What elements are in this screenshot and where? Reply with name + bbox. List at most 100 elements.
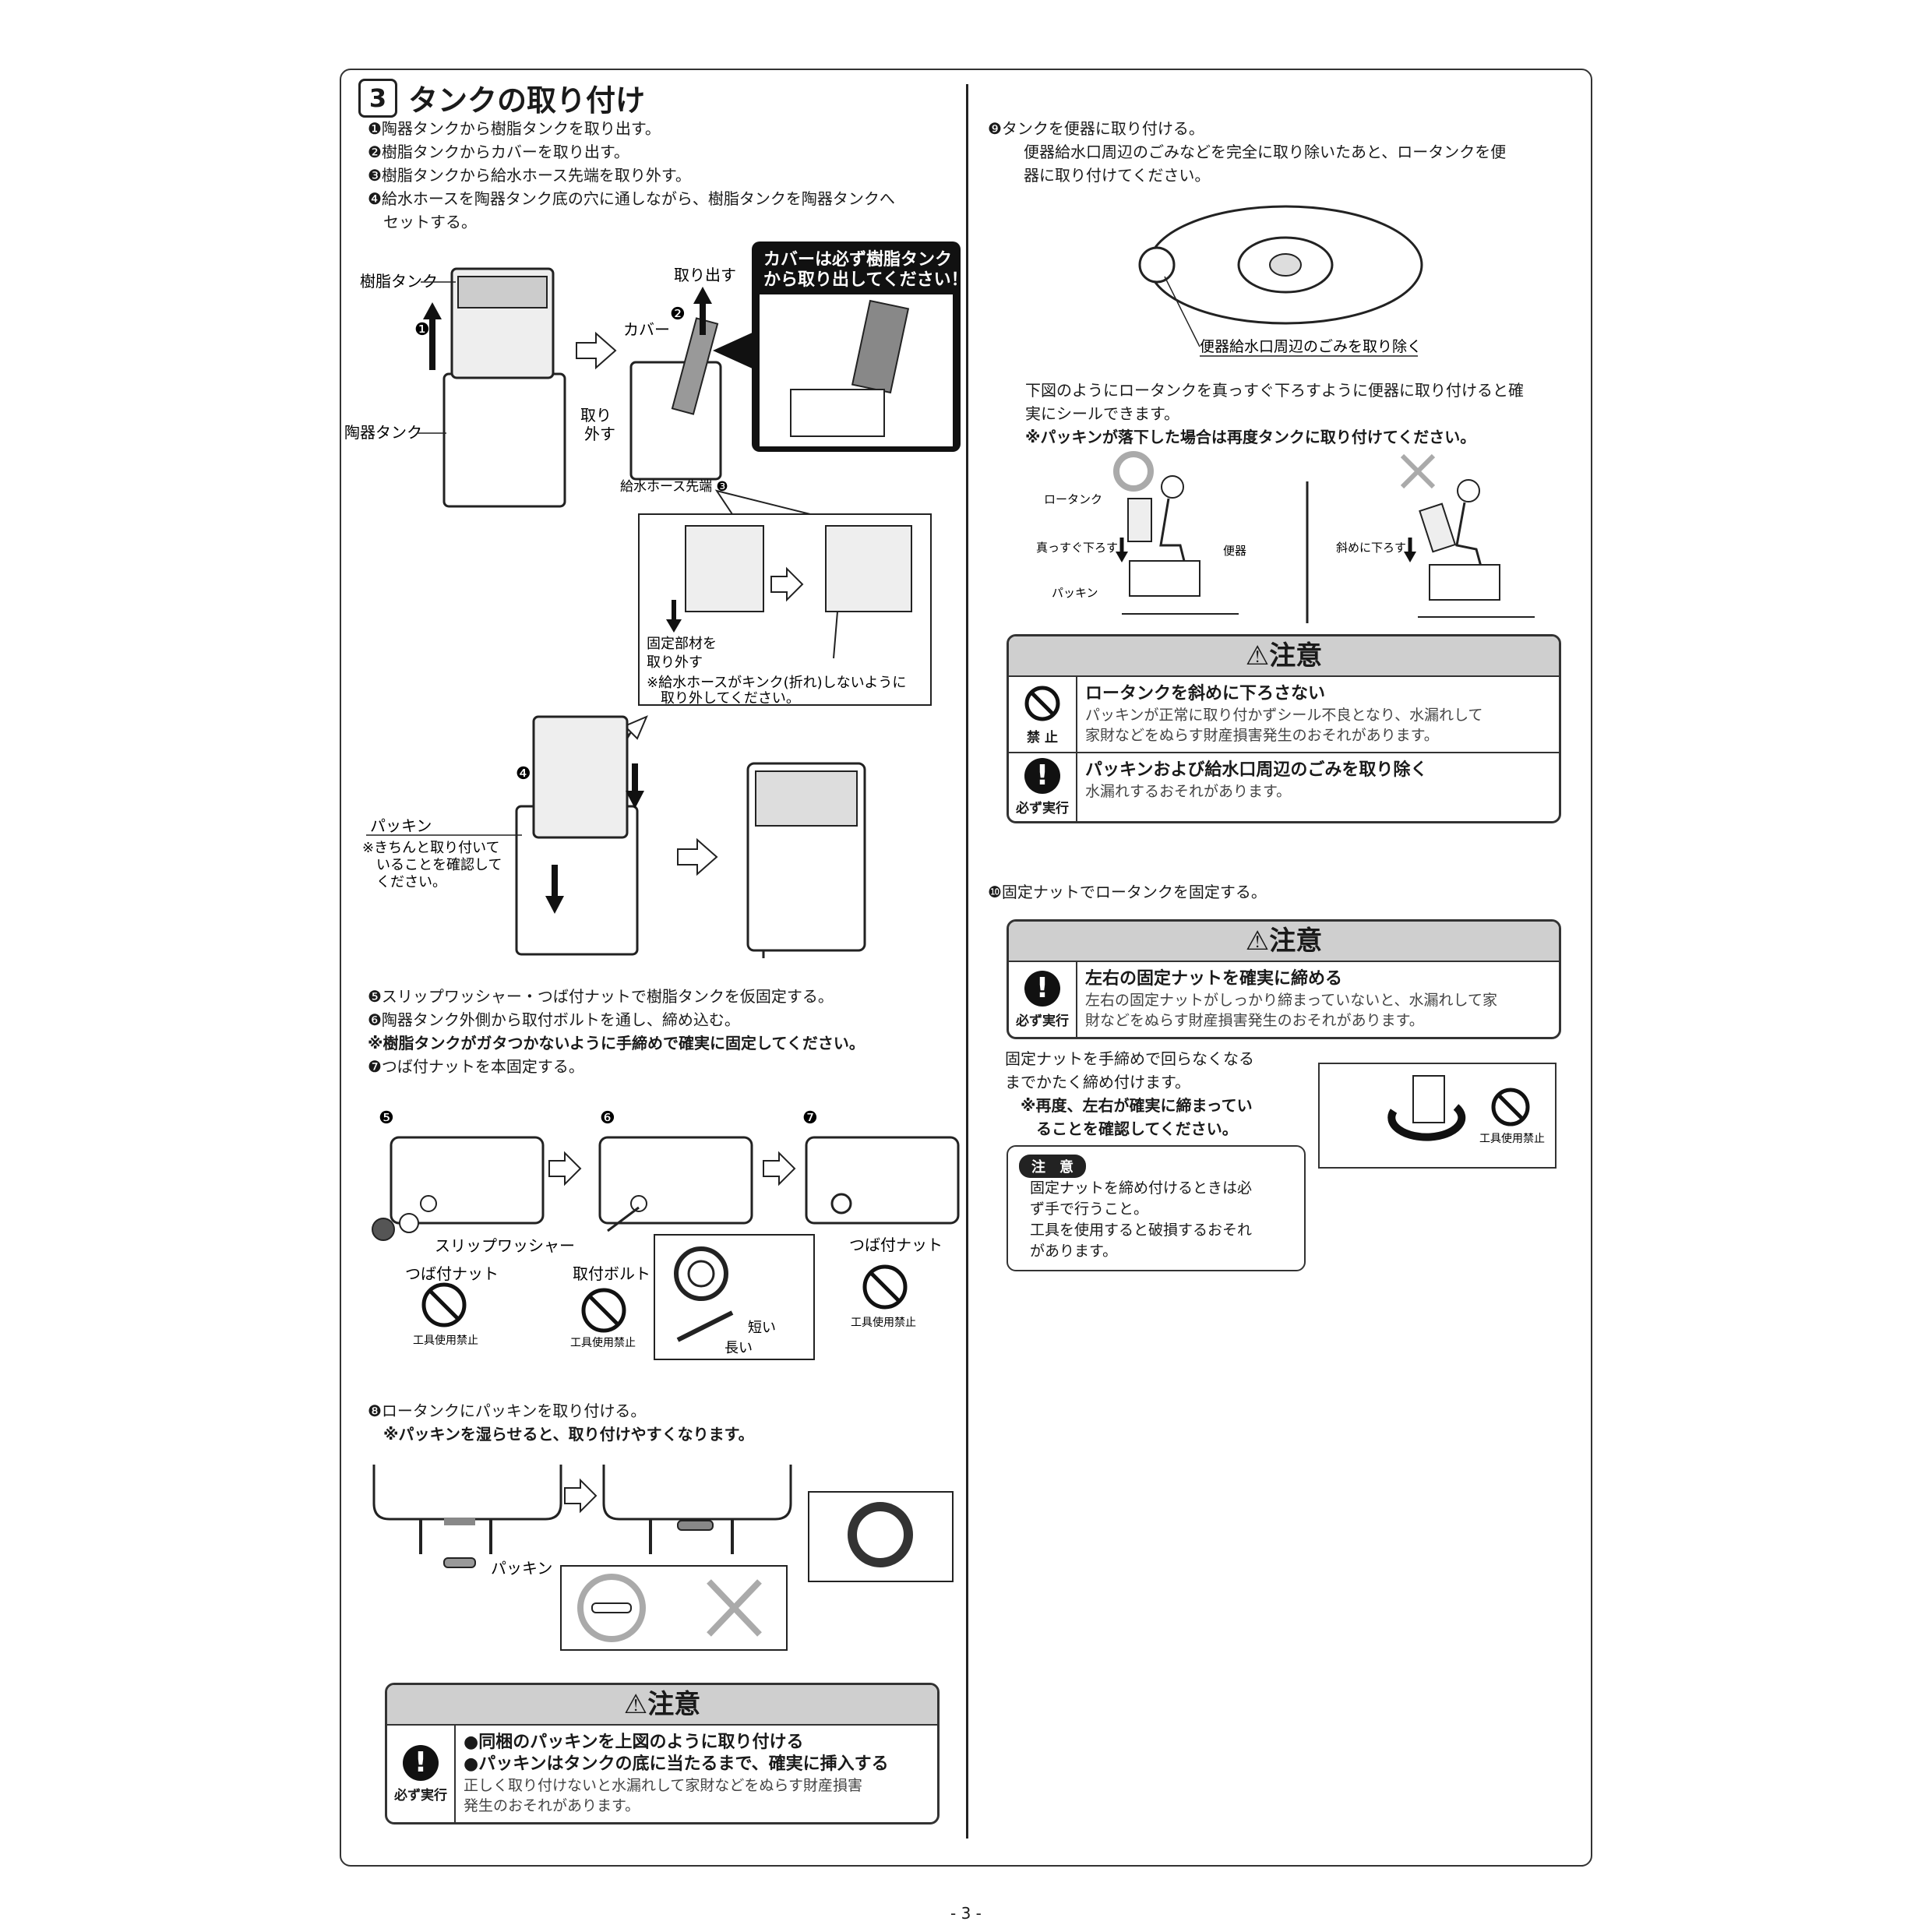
no-tool-label-1: 工具使用禁止 [413, 1334, 478, 1347]
step-10: ❿固定ナットでロータンクを固定する。 [988, 883, 1267, 901]
note-pill: 注 意 [1019, 1155, 1086, 1178]
packing-label-people: パッキン [1052, 586, 1098, 600]
packing-note-3: ください。 [362, 874, 446, 890]
step-9: ❾タンクを便器に取り付ける。 便器給水口周辺のごみなどを完全に取り除いたあと、ロ… [988, 117, 1506, 187]
caution-title: ⚠注意 [387, 1685, 937, 1726]
caution-box-packing: ⚠注意 !必ず実行 ●同梱のパッキンを上図のように取り付ける ●パッキンはタンク… [385, 1683, 940, 1824]
num-5: ❺ [379, 1109, 394, 1128]
step-4-cont: セットする。 [368, 213, 477, 231]
fix-label-2: 取り外す [647, 654, 703, 671]
straight-text-1: 下図のようにロータンクを真っすぐ下ろすように便器に取り付けると確 [1025, 381, 1524, 400]
flange-nut-label-2: つば付ナット [849, 1236, 943, 1254]
straight-down-label: 真っすぐ下ろす [1036, 541, 1118, 555]
caution-2-row-1-desc-2: 家財などをぬらす財産損害発生のおそれがあります。 [1085, 727, 1439, 744]
tank-install-people-illustration: ロータンク 真っすぐ下ろす 便器 パッキン 斜めに下ろす [1036, 451, 1535, 623]
note-line-1: 固定ナットを締め付けるときは必 [1030, 1179, 1253, 1197]
short-label: 短い [748, 1320, 776, 1336]
step-8-line-2: ※パッキンを湿らせると、取り付けやすくなります。 [368, 1425, 754, 1444]
page-frame [340, 69, 1592, 1867]
tighten-line-4: ることを確認してください。 [1005, 1119, 1238, 1138]
caution-2-row-1-desc-1: パッキンが正常に取り付かずシール不良となり、水漏れして [1085, 707, 1483, 724]
slip-washer-label: スリップワッシャー [435, 1236, 575, 1255]
step-8: ❽ロータンクにパッキンを取り付ける。 ※パッキンを湿らせると、取り付けやすくなり… [368, 1399, 754, 1446]
must-do-icon-2: ! [1024, 758, 1060, 794]
packing-label: パッキン [370, 816, 432, 835]
resin-tank-label: 樹脂タンク [360, 272, 438, 291]
num-7: ❼ [802, 1109, 818, 1128]
num-1-label: ❶ [414, 320, 430, 340]
toilet-bowl-illustration: 便器給水口周辺のごみを取り除く [1138, 205, 1423, 357]
remove-label-1: 取り [580, 406, 612, 425]
ceramic-tank-label: 陶器タンク [344, 423, 422, 442]
straight-text-3: ※パッキンが落下した場合は再度タンクに取り付けてください。 [1025, 428, 1476, 446]
ceramic-tank-shape [442, 372, 566, 508]
flange-nut-label: つば付ナット [405, 1264, 499, 1283]
no-tool-label-3: 工具使用禁止 [851, 1316, 916, 1329]
must-do-label-3: 必ず実行 [1016, 1013, 1069, 1029]
packing-note-2: いることを確認して [362, 857, 502, 873]
hose-tip-label: 給水ホース先端 ❸ [620, 479, 728, 495]
step-8-line-1: ❽ロータンクにパッキンを取り付ける。 [368, 1401, 647, 1420]
prohibited-label: 禁 止 [1027, 729, 1058, 746]
fix-label-1: 固定部材を [647, 636, 717, 652]
tank-removal-illustration: ❶ 樹脂タンク 陶器タンク カバー 取り出す ❷ 取り 外す 給水ホース先端 ❸… [344, 242, 966, 958]
section-title-text: タンクの取り付け [408, 83, 646, 118]
callout-line-2: から取り出してください！ [763, 270, 966, 290]
long-label: 長い [724, 1340, 753, 1356]
no-tool-icon-2 [581, 1288, 626, 1333]
callout-line-1: カバーは必ず樹脂タンク [763, 249, 952, 270]
straight-down-text: 下図のようにロータンクを真っすぐ下ろすように便器に取り付けると確 実にシールでき… [1025, 379, 1524, 449]
prohibited-icon [1024, 686, 1060, 721]
caution-3-title: ⚠注意 [1009, 922, 1559, 962]
step-9-text-2: 器に取り付けてください。 [1024, 166, 1211, 185]
section-title: 3 タンクの取り付け [358, 76, 645, 119]
note-line-2: ず手で行うこと。 [1030, 1200, 1149, 1218]
packing-label-fig3: パッキン [491, 1559, 552, 1578]
takeout-label: 取り出す [674, 266, 736, 284]
packing-install-illustration: パッキン [372, 1465, 954, 1651]
diagonal-label: 斜めに下ろす [1336, 541, 1406, 555]
no-tool-label-4: 工具使用禁止 [1479, 1132, 1545, 1145]
tank-5 [372, 1136, 545, 1241]
caution-3-desc-1: 左右の固定ナットがしっかり締まっていないと、水漏れして家 [1085, 992, 1497, 1009]
tank-6 [598, 1136, 753, 1232]
tighten-line-1: 固定ナットを手締めで回らなくなる [1005, 1049, 1254, 1068]
mount-bolt-label: 取付ボルト [573, 1264, 650, 1283]
tank-7 [805, 1136, 960, 1225]
step-5: ❺スリップワッシャー・つば付ナットで樹脂タンクを仮固定する。 [368, 987, 834, 1006]
must-do-icon: ! [403, 1744, 439, 1781]
caution-1-desc-1: 正しく取り付けないと水漏れして家財などをぬらす財産損害 [464, 1777, 863, 1794]
caution-2-title: ⚠注意 [1009, 636, 1559, 677]
no-tool-icon-3 [862, 1264, 908, 1310]
remove-label-2: 外す [584, 425, 615, 443]
step-9-text-1: 便器給水口周辺のごみなどを完全に取り除いたあと、ロータンクを便 [1024, 143, 1507, 161]
kink-note-2: 取り外してください。 [647, 690, 800, 707]
section-number: 3 [358, 78, 397, 118]
hand-tighten-figure: 工具使用禁止 [1318, 1063, 1557, 1169]
caution-3-head: 左右の固定ナットを確実に締める [1085, 969, 1343, 989]
low-tank-label: ロータンク [1044, 492, 1102, 506]
num-2-label: ❷ [670, 305, 686, 324]
packing-note-1: ※きちんと取り付いて [362, 840, 500, 856]
step-9-title: ❾タンクを便器に取り付ける。 [988, 119, 1204, 138]
steps-1-4: ❶陶器タンクから樹脂タンクを取り出す。 ❷樹脂タンクからカバーを取り出す。 ❸樹… [368, 117, 895, 234]
caution-1-line-2: ●パッキンはタンクの底に当たるまで、確実に挿入する [464, 1754, 889, 1774]
note-line-3: 工具を使用すると破損するおそれ [1030, 1222, 1253, 1239]
caution-2-row-2-desc: 水漏れするおそれがあります。 [1085, 783, 1292, 800]
no-tool-icon-1 [421, 1282, 467, 1327]
no-tool-label-2: 工具使用禁止 [570, 1336, 636, 1349]
tighten-instructions: 固定ナットを手締めで回らなくなる までかたく締め付けます。 ※再度、左右が確実に… [1005, 1047, 1254, 1141]
nut-fixing-illustration: ❺ ❻ ❼ スリップワッシャー つば付ナット 取付ボルト 短い 長い つば付ナッ… [372, 1109, 960, 1360]
steps-5-7: ❺スリップワッシャー・つば付ナットで樹脂タンクを仮固定する。 ❻陶器タンク外側か… [368, 985, 865, 1078]
caution-1-line-1: ●同梱のパッキンを上図のように取り付ける [464, 1733, 804, 1752]
bowl-label: 便器給水口周辺のごみを取り除く [1200, 338, 1422, 355]
step-7: ❼つば付ナットを本固定する。 [368, 1057, 584, 1076]
note-box: 注 意 固定ナットを締め付けるときは必 ず手で行うこと。 工具を使用すると破損す… [1007, 1145, 1306, 1271]
caution-2-row-2-head: パッキンおよび給水口周辺のごみを取り除く [1085, 760, 1428, 780]
ok-circle-icon [1113, 451, 1154, 492]
step-4: ❹給水ホースを陶器タンク底の穴に通しながら、樹脂タンクを陶器タンクへ [368, 189, 895, 208]
page-number: - 3 - [950, 1904, 982, 1923]
tighten-line-3: ※再度、左右が確実に締まってい [1005, 1096, 1253, 1115]
step-3: ❸樹脂タンクから給水ホース先端を取り外す。 [368, 166, 691, 185]
step-6-note: ※樹脂タンクがガタつかないように手締めで確実に固定してください。 [368, 1034, 865, 1052]
